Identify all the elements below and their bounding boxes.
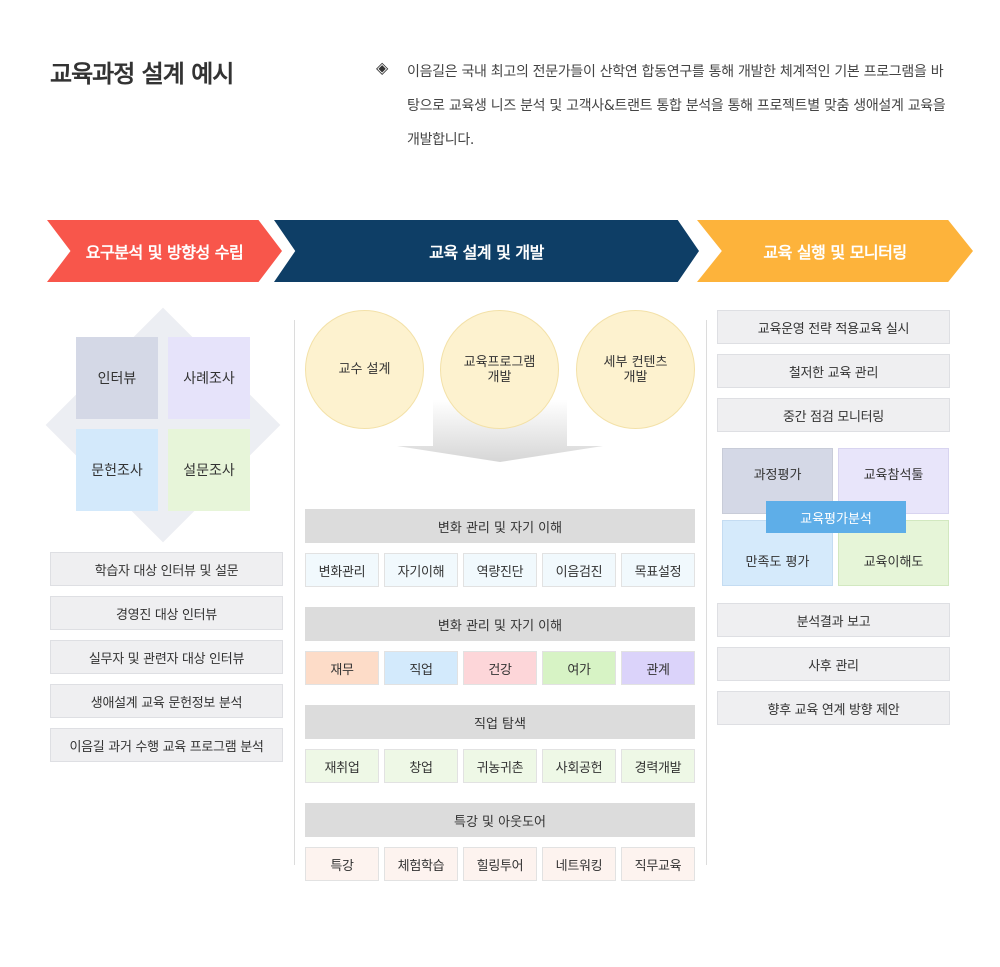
right-list-item: 향후 교육 연계 방향 제안 bbox=[717, 691, 950, 725]
group-cell: 특강 bbox=[305, 847, 379, 881]
circle-label-2: 개발 bbox=[623, 369, 648, 385]
group-cell: 이음검진 bbox=[542, 553, 616, 587]
group-header: 변화 관리 및 자기 이해 bbox=[305, 509, 695, 543]
page-title: 교육과정 설계 예시 bbox=[50, 60, 234, 88]
quadrant-survey: 설문조사 bbox=[168, 429, 250, 511]
phase-label: 요구분석 및 방향성 수립 bbox=[85, 243, 244, 262]
phase-label: 교육 실행 및 모니터링 bbox=[763, 243, 907, 262]
group-cell: 역량진단 bbox=[463, 553, 537, 587]
cell-row: 재취업 창업 귀농귀촌 사회공헌 경력개발 bbox=[305, 749, 695, 783]
circle-label-2: 개발 bbox=[487, 369, 512, 385]
cell-row: 변화관리 자기이해 역량진단 이음검진 목표설정 bbox=[305, 553, 695, 587]
right-list-item: 중간 점검 모니터링 bbox=[717, 398, 950, 432]
group-cell: 건강 bbox=[463, 651, 537, 685]
group-cell: 창업 bbox=[384, 749, 458, 783]
right-list-item: 철저한 교육 관리 bbox=[717, 354, 950, 388]
intro-text: 이음길은 국내 최고의 전문가들이 산학연 합동연구를 통해 개발한 체계적인 … bbox=[407, 64, 946, 148]
right-list-item: 사후 관리 bbox=[717, 647, 950, 681]
circle-label: 교수 설계 bbox=[338, 362, 391, 377]
right-list-item: 교육운영 전략 적용교육 실시 bbox=[717, 310, 950, 344]
column-divider bbox=[294, 320, 295, 865]
left-list-item: 생애설계 교육 문헌정보 분석 bbox=[50, 684, 283, 718]
circle-instructional-design: 교수 설계 bbox=[305, 310, 424, 429]
left-list-item: 학습자 대상 인터뷰 및 설문 bbox=[50, 552, 283, 586]
group-cell: 자기이해 bbox=[384, 553, 458, 587]
diamond-bullet-icon: ◈ bbox=[376, 58, 389, 77]
left-list-item: 실무자 및 관련자 대상 인터뷰 bbox=[50, 640, 283, 674]
cell-row: 재무 직업 건강 여가 관계 bbox=[305, 651, 695, 685]
group-cell: 네트워킹 bbox=[542, 847, 616, 881]
group-cell: 귀농귀촌 bbox=[463, 749, 537, 783]
phase-design: 교육 설계 및 개발 bbox=[274, 220, 699, 282]
group-cell: 재무 bbox=[305, 651, 379, 685]
circle-label: 세부 컨텐츠 bbox=[603, 354, 668, 370]
circle-label: 교육프로그램 bbox=[463, 354, 536, 370]
quadrant-interview: 인터뷰 bbox=[76, 337, 158, 419]
group-cell: 목표설정 bbox=[621, 553, 695, 587]
quadrant-case-study: 사례조사 bbox=[168, 337, 250, 419]
group-cell: 직업 bbox=[384, 651, 458, 685]
column-divider bbox=[706, 320, 707, 865]
quadrant-literature: 문헌조사 bbox=[76, 429, 158, 511]
group-cell: 재취업 bbox=[305, 749, 379, 783]
down-arrow-icon bbox=[397, 400, 603, 462]
left-list-item: 이음길 과거 수행 교육 프로그램 분석 bbox=[50, 728, 283, 762]
eval-analysis-badge: 교육평가분석 bbox=[766, 501, 906, 533]
group-cell: 변화관리 bbox=[305, 553, 379, 587]
cell-row: 특강 체험학습 힐링투어 네트워킹 직무교육 bbox=[305, 847, 695, 881]
phase-label: 교육 설계 및 개발 bbox=[429, 243, 544, 262]
group-cell: 직무교육 bbox=[621, 847, 695, 881]
left-list-item: 경영진 대상 인터뷰 bbox=[50, 596, 283, 630]
group-header: 특강 및 아웃도어 bbox=[305, 803, 695, 837]
phase-execution: 교육 실행 및 모니터링 bbox=[697, 220, 973, 282]
right-list-item: 분석결과 보고 bbox=[717, 603, 950, 637]
group-cell: 체험학습 bbox=[384, 847, 458, 881]
group-header: 직업 탐색 bbox=[305, 705, 695, 739]
group-header: 변화 관리 및 자기 이해 bbox=[305, 607, 695, 641]
group-cell: 경력개발 bbox=[621, 749, 695, 783]
phase-analysis: 요구분석 및 방향성 수립 bbox=[47, 220, 282, 282]
group-cell: 사회공헌 bbox=[542, 749, 616, 783]
group-cell: 여가 bbox=[542, 651, 616, 685]
group-cell: 관계 bbox=[621, 651, 695, 685]
group-cell: 힐링투어 bbox=[463, 847, 537, 881]
